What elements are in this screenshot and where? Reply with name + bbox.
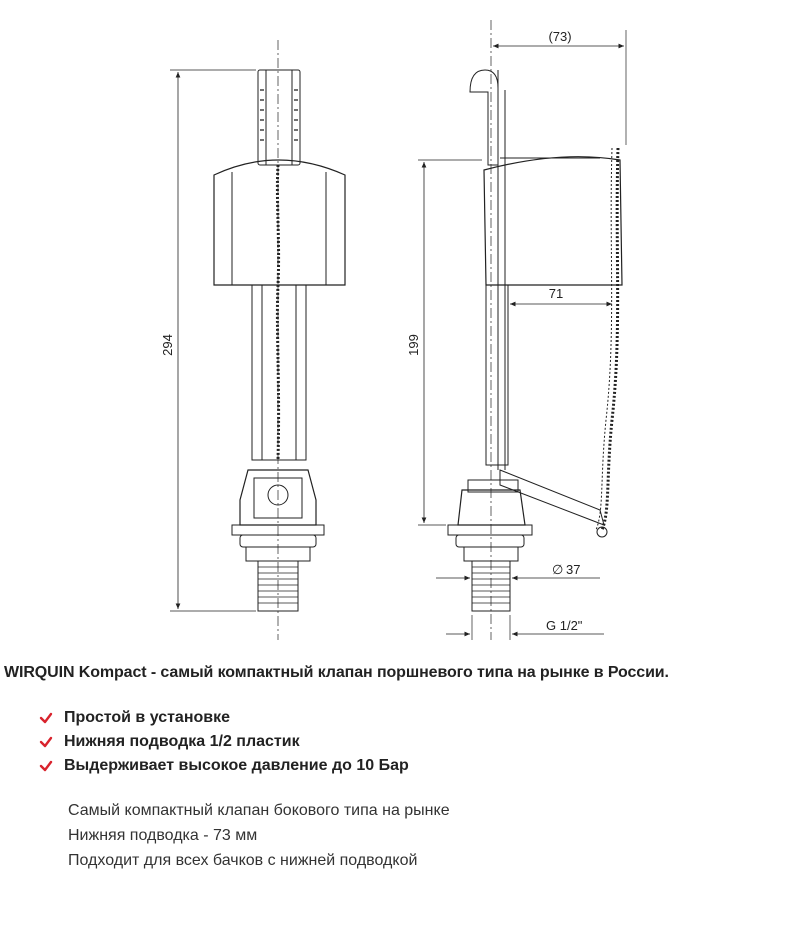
description-block: Самый компактный клапан бокового типа на… <box>68 798 450 873</box>
description-line: Самый компактный клапан бокового типа на… <box>68 802 450 819</box>
feature-item: Выдерживает высокое давление до 10 Бар <box>38 754 409 778</box>
dimension-depth: (73) <box>548 29 571 44</box>
check-icon <box>39 760 53 772</box>
check-icon <box>39 712 53 724</box>
feature-text: Нижняя подводка 1/2 пластик <box>64 733 300 750</box>
dimension-total-height: 294 <box>160 334 175 356</box>
description-line: Подходит для всех бачков с нижней подвод… <box>68 852 418 869</box>
dimension-arm-length: 71 <box>549 286 563 301</box>
feature-item: Нижняя подводка 1/2 пластик <box>38 730 409 754</box>
dimension-min-height: 199 <box>406 334 421 356</box>
dimension-diameter: 37 <box>566 562 580 577</box>
feature-list: Простой в установке Нижняя подводка 1/2 … <box>38 706 409 778</box>
valve-technical-drawing: 294 <box>160 20 627 640</box>
description-line: Нижняя подводка - 73 мм <box>68 827 258 844</box>
dimension-thread: G 1/2" <box>546 618 583 633</box>
diameter-symbol: ∅ <box>552 562 563 577</box>
check-icon <box>39 736 53 748</box>
front-view <box>170 40 346 640</box>
product-headline: WIRQUIN Kompact - самый компактный клапа… <box>4 664 669 681</box>
feature-text: Выдерживает высокое давление до 10 Бар <box>64 757 409 774</box>
feature-text: Простой в установке <box>64 709 231 726</box>
side-view <box>418 20 627 640</box>
feature-item: Простой в установке <box>38 706 409 730</box>
